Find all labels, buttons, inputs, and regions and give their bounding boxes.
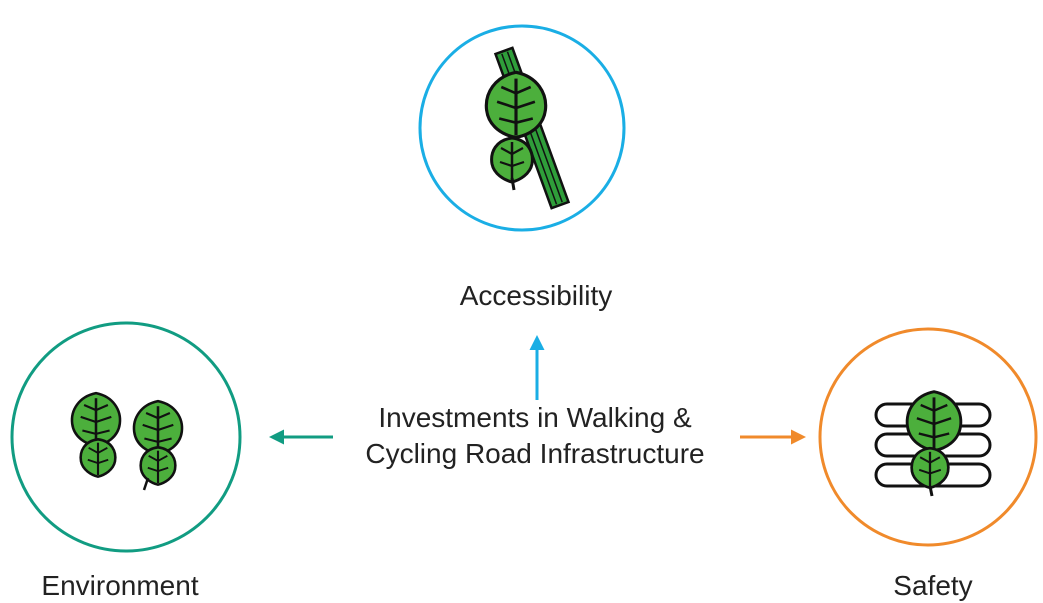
accessibility-label: Accessibility	[459, 280, 613, 311]
center-text-line-1: Investments in Walking &	[378, 402, 692, 433]
accessibility-icon	[484, 46, 571, 210]
environment-icon	[70, 391, 184, 491]
safety-node	[818, 327, 1038, 547]
safety-icon	[874, 390, 992, 497]
accessibility-node	[418, 24, 626, 232]
center-text: Investments in Walking & Cycling Road In…	[315, 400, 755, 472]
safety-label: Safety	[893, 570, 973, 601]
environment-node	[10, 321, 242, 553]
environment-circle	[10, 321, 242, 553]
environment-label: Environment	[41, 570, 199, 601]
center-text-line-2: Cycling Road Infrastructure	[365, 438, 705, 469]
